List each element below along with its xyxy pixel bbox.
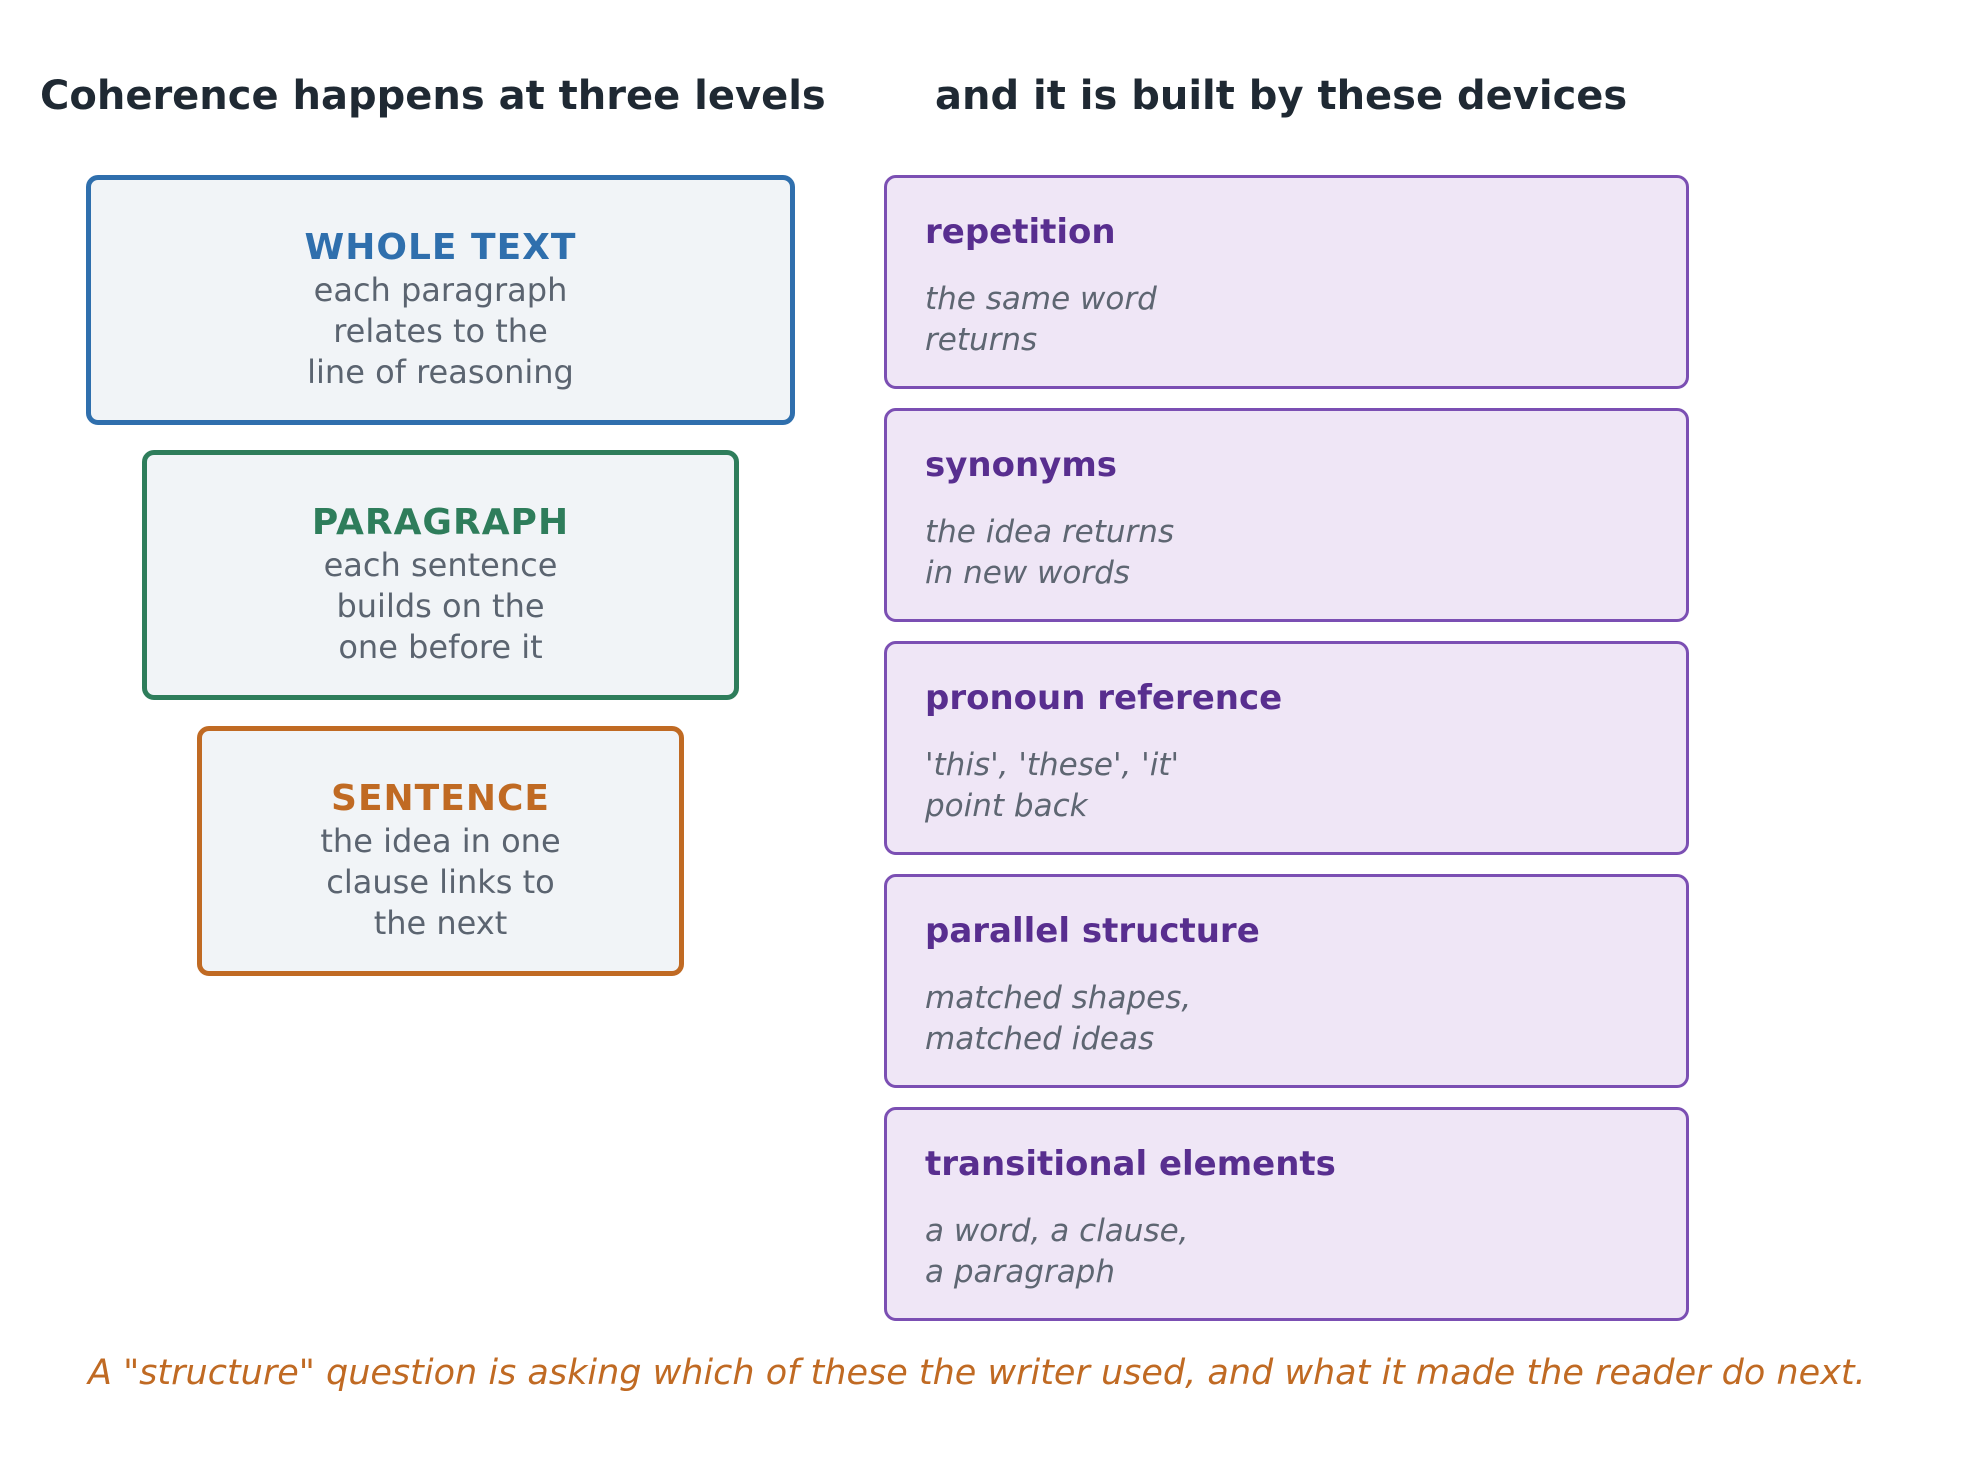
- device-title: transitional elements: [925, 1144, 1336, 1184]
- device-description: 'this', 'these', 'it' point back: [925, 745, 1686, 827]
- device-title: pronoun reference: [925, 678, 1283, 718]
- device-description-line: in new words: [925, 554, 1130, 591]
- footer-note: A "structure" question is asking which o…: [88, 1353, 1866, 1393]
- device-description: the idea returns in new words: [925, 512, 1686, 594]
- device-description-line: matched shapes,: [925, 979, 1192, 1016]
- device-repetition: repetition the same word returns: [884, 175, 1689, 389]
- level-title: PARAGRAPH: [311, 501, 570, 543]
- device-description-line: a word, a clause,: [925, 1212, 1189, 1249]
- level-description-line: one before it: [338, 628, 543, 667]
- device-description-line: a paragraph: [925, 1253, 1116, 1290]
- level-paragraph: PARAGRAPH each sentence builds on the on…: [142, 450, 739, 700]
- level-description-line: the next: [373, 904, 508, 943]
- level-description-line: builds on the: [336, 587, 545, 626]
- device-description-line: the same word: [925, 280, 1157, 317]
- device-title: repetition: [925, 212, 1116, 252]
- level-sentence: SENTENCE the idea in one clause links to…: [197, 726, 684, 976]
- device-title: parallel structure: [925, 911, 1260, 951]
- device-description-line: returns: [925, 321, 1038, 358]
- device-description-line: point back: [925, 787, 1088, 824]
- level-description-line: clause links to: [326, 863, 555, 902]
- device-synonyms: synonyms the idea returns in new words: [884, 408, 1689, 622]
- level-description-line: line of reasoning: [307, 353, 574, 392]
- level-description-line: relates to the: [333, 312, 548, 351]
- device-parallel-structure: parallel structure matched shapes, match…: [884, 874, 1689, 1088]
- device-description-line: the idea returns: [925, 513, 1175, 550]
- device-description-line: matched ideas: [925, 1020, 1155, 1057]
- level-description: the idea in one clause links to the next: [320, 821, 560, 944]
- device-pronoun-reference: pronoun reference 'this', 'these', 'it' …: [884, 641, 1689, 855]
- device-transitional-elements: transitional elements a word, a clause, …: [884, 1107, 1689, 1321]
- level-title: WHOLE TEXT: [304, 226, 577, 268]
- level-whole-text: WHOLE TEXT each paragraph relates to the…: [86, 175, 795, 425]
- heading-levels: Coherence happens at three levels: [40, 73, 826, 119]
- device-description: a word, a clause, a paragraph: [925, 1211, 1686, 1293]
- level-description: each paragraph relates to the line of re…: [307, 270, 574, 393]
- level-description: each sentence builds on the one before i…: [324, 545, 558, 668]
- heading-devices: and it is built by these devices: [935, 73, 1628, 119]
- device-description-line: 'this', 'these', 'it': [925, 746, 1179, 783]
- level-description-line: each sentence: [323, 546, 558, 585]
- device-description: matched shapes, matched ideas: [925, 978, 1686, 1060]
- level-description-line: the idea in one: [320, 822, 561, 861]
- level-description-line: each paragraph: [313, 271, 568, 310]
- device-description: the same word returns: [925, 279, 1686, 361]
- device-title: synonyms: [925, 445, 1117, 485]
- level-title: SENTENCE: [331, 777, 550, 819]
